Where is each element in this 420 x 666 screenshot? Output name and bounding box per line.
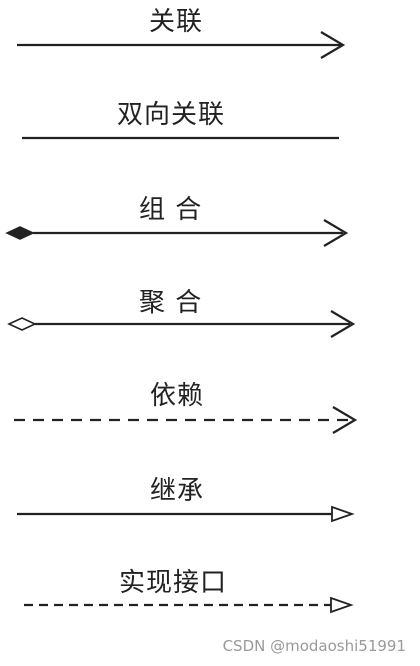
dependency-label: 依赖 xyxy=(150,381,205,411)
composition-label: 组 合 xyxy=(139,195,203,225)
open-arrowhead-icon xyxy=(320,31,346,59)
hollow-triangle-icon xyxy=(330,596,354,614)
composition-connector xyxy=(5,219,349,247)
open-arrowhead-icon xyxy=(323,219,349,247)
inheritance-connector xyxy=(17,505,355,523)
hollow-triangle-icon xyxy=(331,505,355,523)
bidirectional-association-label: 双向关联 xyxy=(117,100,226,130)
watermark-text: CSDN @modaoshi51991 xyxy=(222,637,406,655)
interface-implementation-label: 实现接口 xyxy=(119,568,228,598)
filled-diamond-icon xyxy=(5,226,35,240)
aggregation-connector xyxy=(7,310,356,338)
association-label: 关联 xyxy=(149,7,204,37)
association-connector xyxy=(17,31,346,59)
interface-implementation-connector xyxy=(24,596,354,614)
dependency-connector xyxy=(14,406,358,434)
inheritance-label: 继承 xyxy=(150,476,205,506)
open-arrowhead-icon xyxy=(330,310,356,338)
hollow-diamond-icon xyxy=(7,317,37,331)
aggregation-label: 聚 合 xyxy=(139,288,203,318)
open-arrowhead-icon xyxy=(332,406,358,434)
